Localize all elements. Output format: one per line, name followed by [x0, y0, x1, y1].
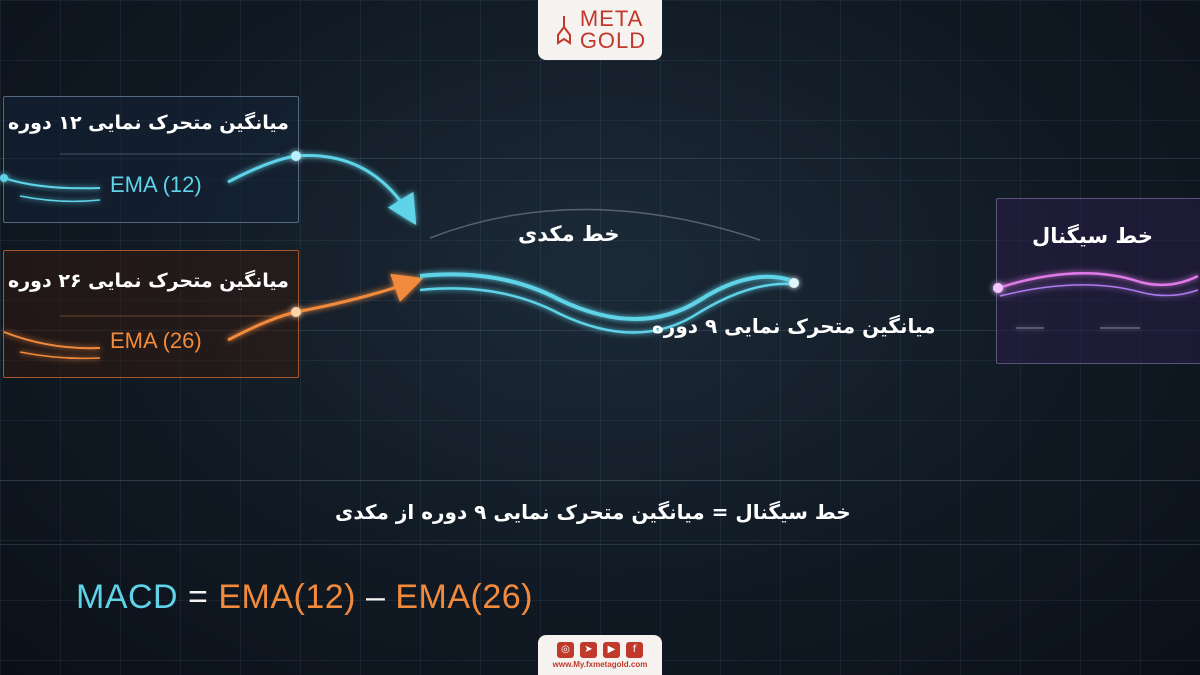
- ema12-title: میانگین متحرک نمایی ۱۲ دوره: [8, 112, 289, 134]
- signal-title: خط سیگنال: [1032, 224, 1154, 248]
- signal-box: [996, 198, 1200, 364]
- formula-macd: MACD: [76, 578, 179, 616]
- macd-arc: [429, 208, 761, 241]
- telegram-icon[interactable]: ➤: [580, 641, 597, 658]
- website-link[interactable]: www.My.fxmetagold.com: [552, 659, 648, 669]
- macd-line-label: خط مکدی: [518, 222, 620, 246]
- formula-equals: =: [178, 578, 219, 616]
- grid-line: [0, 330, 1200, 331]
- ema12-label: EMA (12): [110, 172, 202, 197]
- grid-line: [0, 544, 1200, 545]
- formula-ema26: EMA(26): [395, 578, 533, 616]
- ema26-label: EMA (26): [110, 328, 202, 353]
- grid-line: [0, 158, 1200, 159]
- signal-curve: [993, 272, 1199, 329]
- ema12-curve: [0, 151, 417, 226]
- logo-line-2: GOLD: [579, 28, 647, 53]
- formula-minus: –: [356, 578, 396, 616]
- rocket-icon: [556, 16, 571, 45]
- ema26-curve: [3, 273, 424, 360]
- macd-formula: MACD = EMA(12) – EMA(26): [76, 578, 533, 617]
- logo-line-1: META: [579, 6, 644, 31]
- instagram-icon[interactable]: ◎: [557, 641, 574, 658]
- formula-ema12: EMA(12): [218, 578, 356, 616]
- signal-definition: خط سیگنال = میانگین متحرک نمایی ۹ دوره ا…: [335, 500, 851, 524]
- macd-wave: [419, 272, 799, 334]
- ema26-title: میانگین متحرک نمایی ۲۶ دوره: [8, 270, 289, 292]
- grid-line: [0, 480, 1200, 481]
- brand-logo: META GOLD: [538, 0, 662, 60]
- facebook-icon[interactable]: f: [626, 641, 643, 658]
- youtube-icon[interactable]: ▶: [603, 641, 620, 658]
- ema12-box: [3, 96, 299, 223]
- social-footer: ◎ ➤ ▶ f www.My.fxmetagold.com: [538, 635, 662, 675]
- ema9-label: میانگین متحرک نمایی ۹ دوره: [652, 314, 936, 338]
